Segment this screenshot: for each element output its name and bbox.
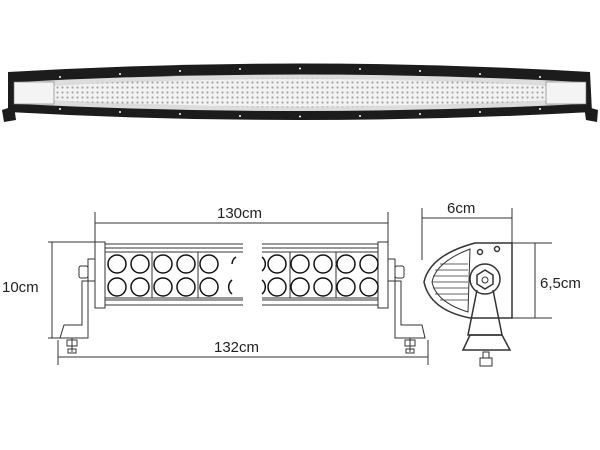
depth-label: 6cm: [447, 200, 476, 217]
side-height-label: 6,5cm: [540, 275, 581, 292]
bar-height-label: 10cm: [2, 279, 39, 296]
front-view-drawing: [48, 212, 429, 365]
light-bar-photo: [2, 63, 598, 122]
total-length-label: 132cm: [214, 339, 260, 356]
inner-length-label: 130cm: [217, 205, 263, 222]
side-view-drawing: [421, 208, 552, 367]
